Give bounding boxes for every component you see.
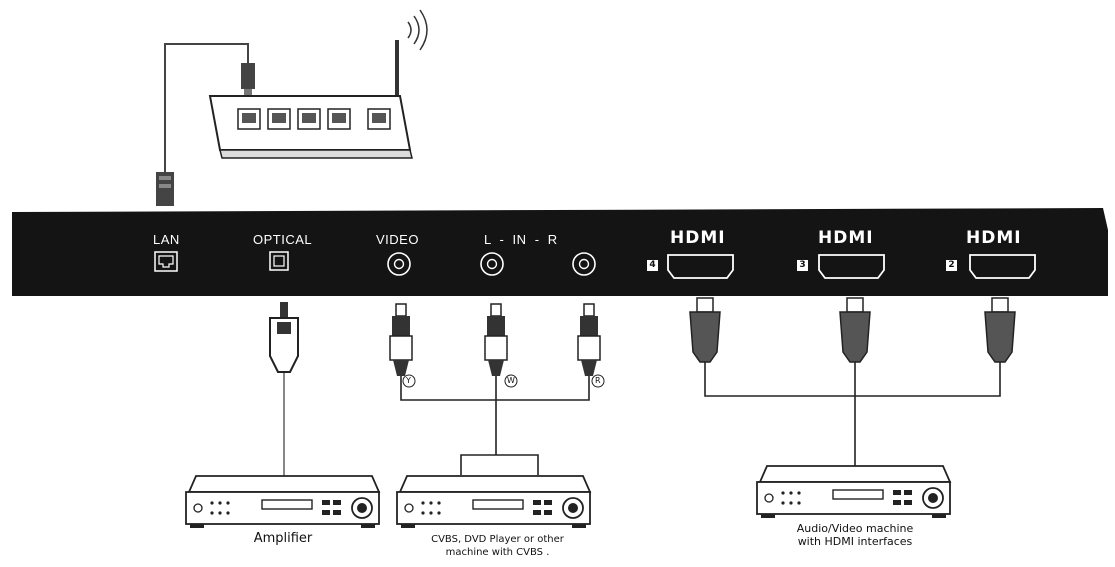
hdmi-device-caption: Audio/Video machine with HDMI interfaces: [770, 522, 940, 548]
hdmi-port-number: 3: [797, 260, 808, 271]
audio-right-rca-port[interactable]: [572, 252, 596, 276]
router-icon: [208, 9, 428, 159]
cvbs-device-caption: CVBS, DVD Player or other machine with C…: [405, 533, 590, 559]
audio-right-badge: R: [595, 376, 601, 385]
hdmi-logo-4: HDMI: [670, 228, 726, 248]
audio-left-badge: W: [507, 376, 515, 385]
rca-plug-icon: [484, 303, 508, 376]
optical-cable: [269, 302, 299, 476]
rca-plug-icon: [577, 303, 601, 376]
lan-label: LAN: [153, 232, 180, 247]
ethernet-plug-icon: [156, 172, 174, 206]
tv-rear-panel: [12, 208, 1108, 296]
video-badge: Y: [406, 376, 411, 385]
hdmi-logo-2: HDMI: [966, 228, 1022, 248]
video-label: VIDEO: [376, 232, 419, 247]
cvbs-caption-line1: CVBS, DVD Player or other: [431, 534, 564, 545]
audio-left-rca-port[interactable]: [480, 252, 504, 276]
av-receiver-icon: [185, 475, 381, 528]
rca-cables: [389, 303, 605, 475]
hdmi-plug-icon: [984, 297, 1016, 363]
av-caption-line1: Audio/Video machine: [796, 522, 914, 535]
video-rca-port[interactable]: [387, 252, 411, 276]
cvbs-caption-line2: machine with CVBS .: [445, 547, 550, 558]
hdmi-port-2[interactable]: [969, 254, 1036, 279]
audio-in-label: L - IN - R: [484, 232, 558, 247]
hdmi-plug-icon: [839, 297, 871, 363]
rca-plug-icon: [389, 303, 413, 376]
av-receiver-icon: [396, 475, 592, 528]
hdmi-port-number: 4: [647, 260, 658, 271]
optical-label: OPTICAL: [253, 232, 313, 247]
amplifier-caption: Amplifier: [253, 531, 313, 546]
lan-cable: [156, 43, 255, 206]
hdmi-port-3[interactable]: [818, 254, 885, 279]
hdmi-port-4[interactable]: [667, 254, 734, 279]
av-receiver-icon: [756, 465, 952, 518]
optical-plug-icon: [269, 302, 299, 373]
lan-port[interactable]: [154, 251, 178, 272]
hdmi-port-number: 2: [946, 260, 957, 271]
av-caption-line2: with HDMI interfaces: [797, 535, 913, 548]
ethernet-plug-icon: [241, 63, 255, 95]
hdmi-plug-icon: [689, 297, 721, 363]
optical-port[interactable]: [269, 251, 289, 271]
wifi-waves-icon: [407, 9, 428, 51]
hdmi-cables: [689, 297, 1016, 466]
hdmi-logo-3: HDMI: [818, 228, 874, 248]
